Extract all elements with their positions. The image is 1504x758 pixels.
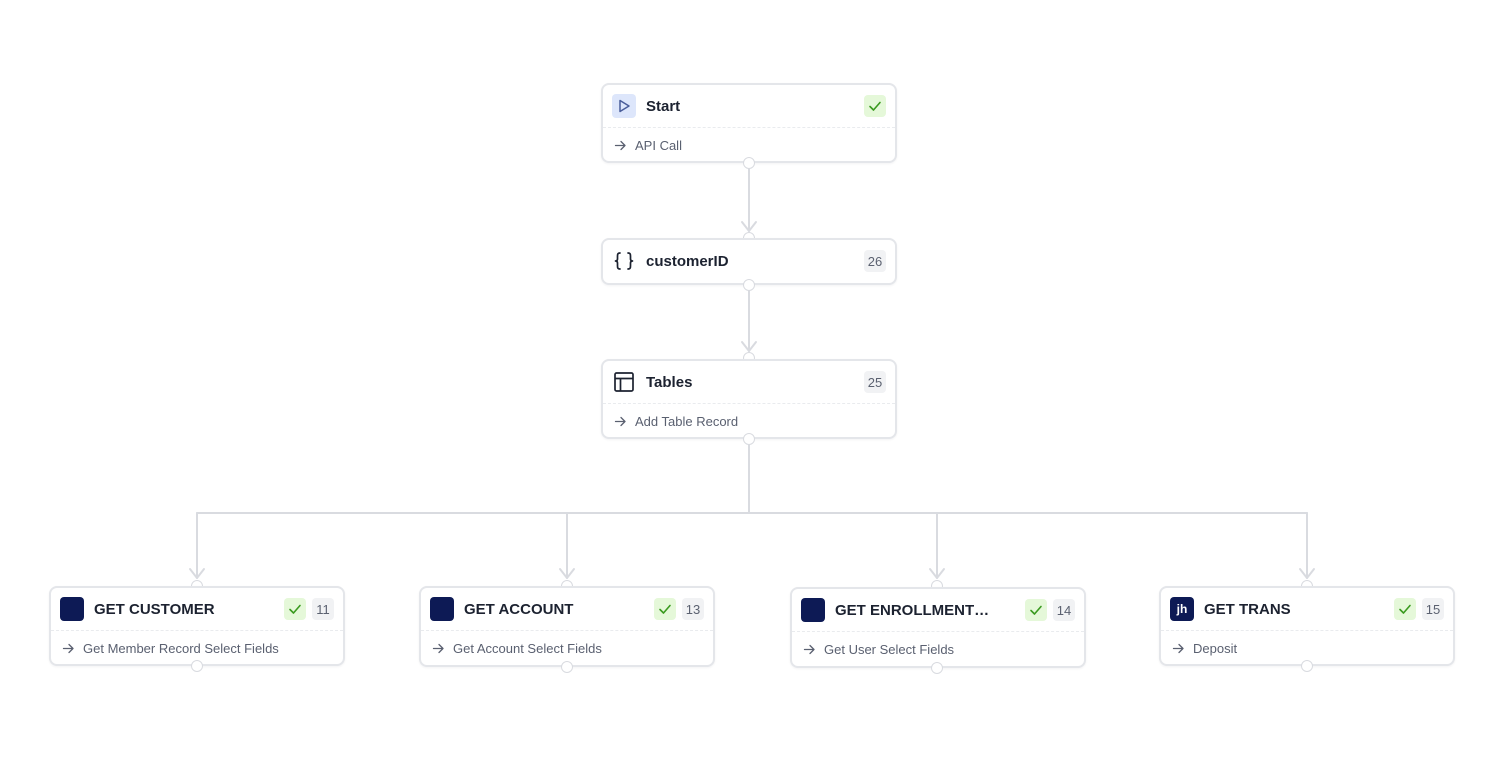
output-port[interactable] xyxy=(561,661,573,673)
count-badge: 13 xyxy=(682,598,704,620)
node-action: Get Member Record Select Fields xyxy=(51,630,343,665)
curly-braces-icon xyxy=(612,249,636,273)
node-header: Tables 25 xyxy=(603,361,895,403)
node-action-label: Get User Select Fields xyxy=(824,641,955,657)
edge-arrowhead xyxy=(741,341,757,352)
edge-arrowhead xyxy=(741,221,757,232)
node-title: Start xyxy=(646,97,681,115)
node-title: GET CUSTOMER xyxy=(94,600,215,618)
node-get-trans[interactable]: jh GET TRANS 15 Deposit xyxy=(1159,586,1455,666)
node-action: Get User Select Fields xyxy=(792,631,1084,666)
node-get-enrollment[interactable]: GET ENROLLMENT… 14 Get User Select Field… xyxy=(790,587,1086,668)
edge-arrowhead xyxy=(1299,568,1315,579)
node-title: GET ACCOUNT xyxy=(464,600,574,618)
success-check-icon xyxy=(1025,599,1047,621)
node-action-label: API Call xyxy=(635,137,682,153)
success-check-icon xyxy=(864,95,886,117)
node-action-label: Add Table Record xyxy=(635,413,739,429)
node-action-label: Get Member Record Select Fields xyxy=(83,640,279,656)
output-port[interactable] xyxy=(743,279,755,291)
brand-square-icon xyxy=(801,598,825,622)
brand-square-icon xyxy=(60,597,84,621)
node-customerid[interactable]: customerID 26 xyxy=(601,238,897,285)
brand-square-icon xyxy=(430,597,454,621)
node-action: Add Table Record xyxy=(603,403,895,438)
output-port[interactable] xyxy=(1301,660,1313,672)
table-icon xyxy=(612,370,636,394)
node-header: jh GET TRANS 15 xyxy=(1161,588,1453,630)
node-header: GET ENROLLMENT… 14 xyxy=(792,589,1084,631)
node-header: Start xyxy=(603,85,895,127)
output-port[interactable] xyxy=(191,660,203,672)
arrow-right-icon xyxy=(432,642,445,655)
success-check-icon xyxy=(654,598,676,620)
edge-arrowhead xyxy=(559,568,575,579)
node-header: customerID 26 xyxy=(603,240,895,282)
node-title: GET ENROLLMENT… xyxy=(835,601,990,619)
arrow-right-icon xyxy=(62,642,75,655)
output-port[interactable] xyxy=(931,662,943,674)
count-badge: 25 xyxy=(864,371,886,393)
node-title: GET TRANS xyxy=(1204,600,1291,618)
count-badge: 26 xyxy=(864,250,886,272)
play-icon xyxy=(612,94,636,118)
node-tables[interactable]: Tables 25 Add Table Record xyxy=(601,359,897,439)
jh-logo-icon: jh xyxy=(1170,597,1194,621)
node-action-label: Deposit xyxy=(1193,640,1238,656)
arrow-right-icon xyxy=(614,139,627,152)
output-port[interactable] xyxy=(743,157,755,169)
edge-arrowhead xyxy=(189,568,205,579)
count-badge: 11 xyxy=(312,598,334,620)
node-get-customer[interactable]: GET CUSTOMER 11 Get Member Record Select… xyxy=(49,586,345,666)
output-port[interactable] xyxy=(743,433,755,445)
node-action: API Call xyxy=(603,127,895,162)
node-action-label: Get Account Select Fields xyxy=(453,640,602,656)
node-action: Get Account Select Fields xyxy=(421,630,713,665)
success-check-icon xyxy=(284,598,306,620)
node-action: Deposit xyxy=(1161,630,1453,665)
node-header: GET CUSTOMER 11 xyxy=(51,588,343,630)
node-title: customerID xyxy=(646,252,729,270)
edge-arrowhead xyxy=(929,568,945,579)
node-get-account[interactable]: GET ACCOUNT 13 Get Account Select Fields xyxy=(419,586,715,667)
node-start[interactable]: Start API Call xyxy=(601,83,897,163)
count-badge: 14 xyxy=(1053,599,1075,621)
arrow-right-icon xyxy=(1172,642,1185,655)
node-header: GET ACCOUNT 13 xyxy=(421,588,713,630)
count-badge: 15 xyxy=(1422,598,1444,620)
node-title: Tables xyxy=(646,373,693,391)
arrow-right-icon xyxy=(803,643,816,656)
success-check-icon xyxy=(1394,598,1416,620)
arrow-right-icon xyxy=(614,415,627,428)
